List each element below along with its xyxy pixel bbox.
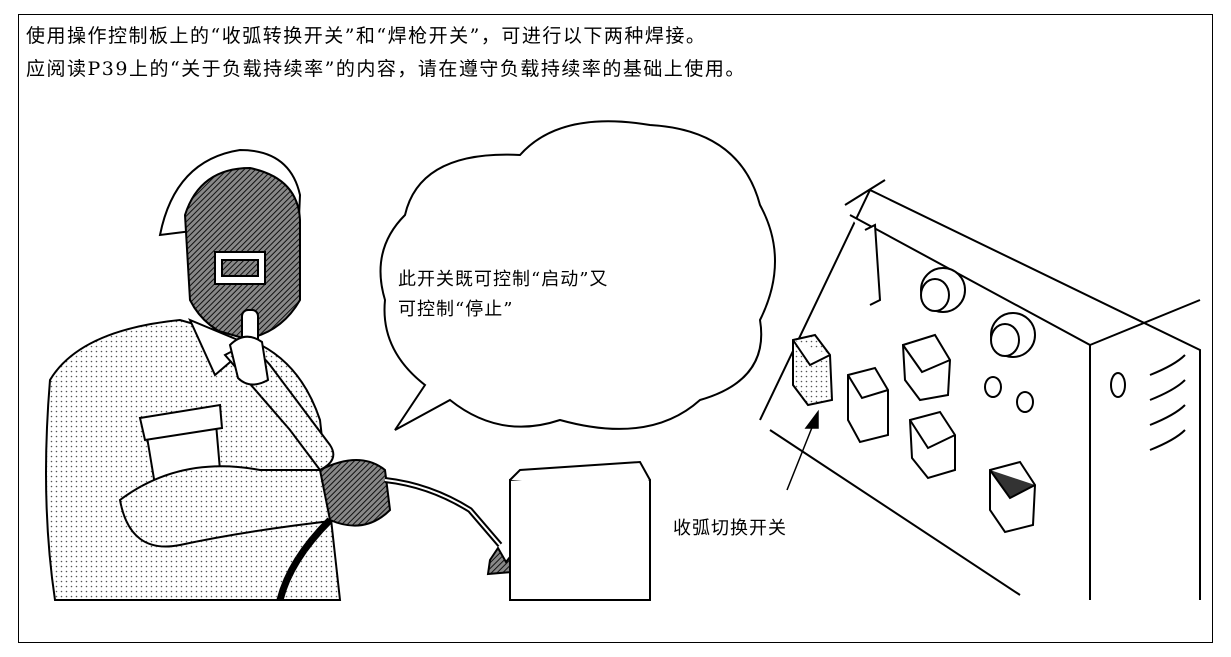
- intro-line-1: 使用操作控制板上的“收弧转换开关”和“焊枪开关”，可进行以下两种焊接。: [26, 25, 707, 47]
- callout-arrow: [786, 409, 819, 491]
- welder-figure: [45, 148, 516, 601]
- bubble-line-2: 可控制“停止”: [398, 299, 514, 320]
- control-panel: [759, 179, 1201, 600]
- intro-line-2: 应阅读P39上的“关于负载持续率”的内容，请在遵守负载持续率的基础上使用。: [26, 58, 746, 80]
- bubble-line-1: 此开关既可控制“启动”又: [398, 269, 609, 290]
- welding-torch-icon: [318, 459, 392, 527]
- speech-bubble-text: 此开关既可控制“启动”又 可控制“停止”: [398, 265, 608, 325]
- callout-label: 收弧切换开关: [673, 518, 787, 539]
- workpiece: [509, 460, 651, 601]
- intro-text: 使用操作控制板上的“收弧转换开关”和“焊枪开关”，可进行以下两种焊接。 应阅读P…: [26, 20, 746, 86]
- speech-bubble: [379, 120, 776, 431]
